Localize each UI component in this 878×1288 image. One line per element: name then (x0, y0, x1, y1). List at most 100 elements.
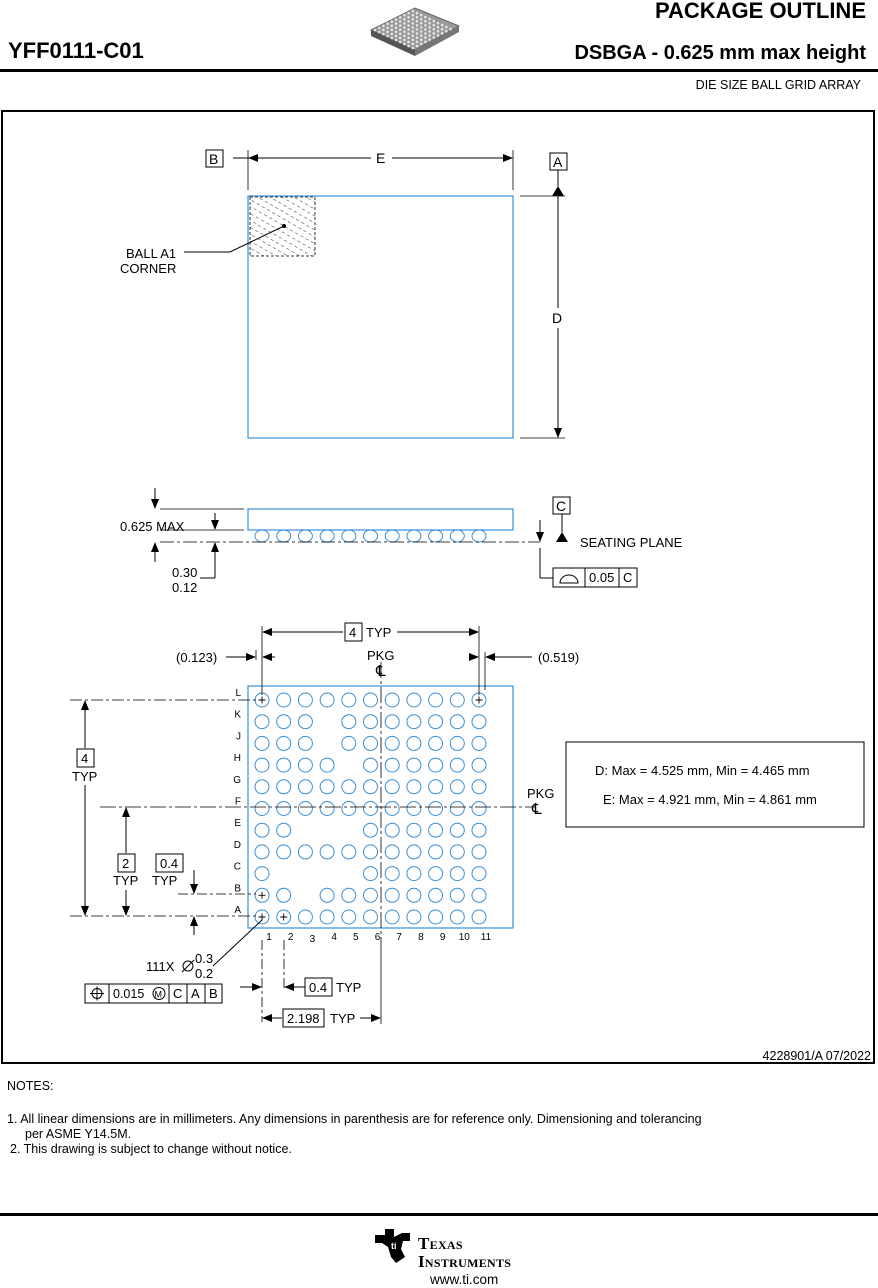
datum-b-label: B (209, 151, 218, 167)
solder-ball (384, 822, 400, 838)
position-tolerance-value: 0.015 (113, 987, 144, 1001)
thumbnail-ball (394, 30, 398, 34)
solder-ball (319, 779, 335, 795)
flatness-value: 0.05 (589, 570, 614, 585)
row-span-box (76, 748, 95, 768)
solder-ball (363, 909, 378, 925)
solder-ball (297, 909, 313, 925)
thumbnail-ball (424, 36, 427, 39)
solder-ball (297, 801, 313, 816)
thumbnail-ball (419, 13, 423, 17)
position-symbol-icon (90, 986, 104, 1001)
solder-ball (406, 887, 422, 903)
thumbnail-ball (386, 26, 389, 30)
solder-ball (406, 801, 422, 816)
drawing-frame (1, 110, 875, 1064)
side-solder-ball (406, 529, 422, 543)
centerline-symbol-top: ℄ (375, 663, 386, 680)
thumbnail-ball (428, 21, 431, 25)
side-solder-ball (384, 529, 400, 543)
thumbnail-ball (386, 22, 389, 26)
thumbnail-ball (440, 23, 444, 27)
ti-brand-line-1: Texas (418, 1234, 463, 1253)
thumbnail-ball (377, 26, 381, 30)
column-label: 8 (418, 932, 424, 943)
right-offset-label: (0.519) (538, 650, 579, 665)
ti-brand-line-2: Instruments (418, 1252, 512, 1271)
thumbnail-ball (411, 46, 415, 50)
solder-ball (276, 887, 292, 903)
doc-type-title: PACKAGE OUTLINE (654, 0, 866, 23)
solder-ball (406, 779, 422, 795)
thumbnail-ball (377, 30, 381, 34)
thumbnail-ball (386, 30, 389, 34)
solder-ball (319, 909, 335, 925)
solder-ball (406, 844, 422, 860)
thumbnail-ball (440, 27, 444, 31)
solder-ball (384, 887, 400, 903)
solder-ball (384, 909, 400, 925)
ball-a1-leader (184, 225, 285, 253)
solder-ball (297, 714, 313, 730)
solder-ball (428, 822, 444, 838)
pkg-label-top: PKG (367, 648, 394, 663)
thumbnail-ball (411, 30, 415, 33)
position-datum-2: A (191, 986, 200, 1001)
solder-ball (428, 714, 444, 730)
ball-center-mark (258, 891, 266, 899)
datum-c-label: C (556, 498, 566, 514)
thumbnail-ball (386, 34, 389, 38)
note-1-line-1: 1. All linear dimensions are in millimet… (7, 1112, 702, 1126)
datum-a-triangle (552, 186, 564, 196)
thumbnail-ball (419, 30, 423, 33)
thumbnail-ball (424, 24, 427, 27)
solder-ball (341, 844, 357, 860)
pitch-x-typ: TYP (336, 980, 361, 995)
solder-ball (471, 887, 487, 903)
row-label: G (233, 775, 241, 786)
solder-ball (363, 866, 378, 882)
column-label: 4 (331, 932, 337, 943)
thumbnail-ball (411, 34, 415, 37)
thumbnail-ball (436, 34, 440, 37)
package-description: DIE SIZE BALL GRID ARRAY (695, 78, 861, 92)
solder-ball (363, 735, 378, 751)
solder-ball (428, 735, 444, 751)
solder-ball (449, 714, 465, 730)
ball-diameter-max: 0.3 (195, 951, 213, 966)
thumbnail-ball (403, 18, 406, 21)
solder-ball (449, 844, 465, 860)
thumbnail-ball (415, 36, 419, 39)
thumbnail-ball (373, 28, 377, 32)
thumbnail-ball (403, 30, 406, 33)
solder-ball (471, 714, 487, 730)
thumbnail-ball (415, 11, 419, 15)
solder-ball (276, 909, 292, 925)
thumbnail-ball (398, 20, 402, 23)
half-width-box (282, 1008, 325, 1028)
solder-ball (406, 735, 422, 751)
solder-ball (363, 844, 378, 860)
solder-ball (384, 801, 400, 816)
svg-text:ti: ti (391, 1241, 397, 1251)
solder-ball (384, 844, 400, 860)
side-solder-ball (471, 529, 487, 543)
column-label: 9 (440, 932, 446, 943)
ball-count-label: 111X (146, 959, 175, 974)
solder-ball (254, 822, 270, 838)
thumbnail-ball (428, 38, 431, 41)
solder-ball (363, 801, 378, 816)
ball-center-mark (258, 913, 266, 921)
website-link[interactable]: www.ti.com (430, 1272, 499, 1287)
thumbnail-ball (424, 40, 427, 43)
thumbnail-ball (440, 32, 444, 35)
thumbnail-ball (428, 34, 431, 37)
thumbnail-ball (411, 18, 415, 21)
row-span-typ: TYP (72, 769, 97, 784)
row-label: H (234, 753, 241, 764)
row-label: L (235, 688, 241, 699)
drawing-id: 4228901/A 07/2022 (763, 1049, 871, 1063)
solder-ball (406, 822, 422, 838)
solder-ball (341, 909, 357, 925)
